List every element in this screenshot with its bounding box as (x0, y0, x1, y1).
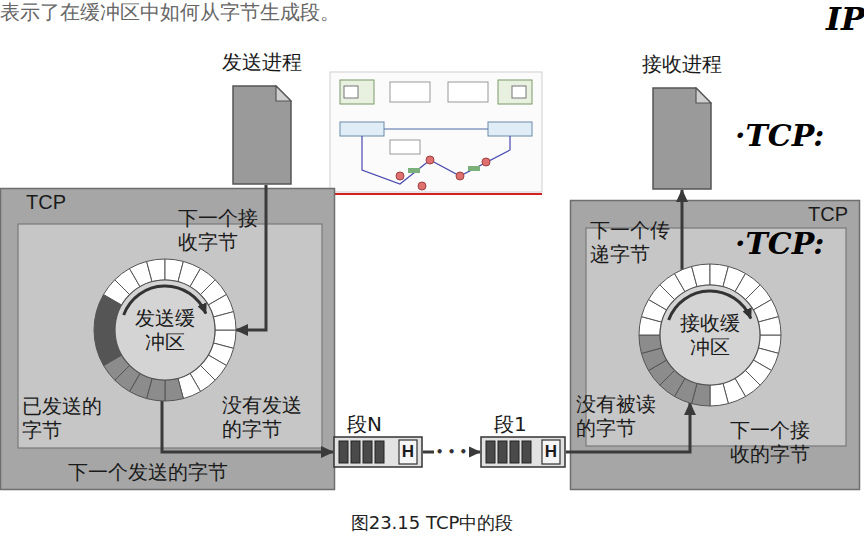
buffer-slot (692, 264, 710, 287)
buffer-core (115, 280, 215, 380)
process-document: 发送进程 (214, 50, 310, 185)
pointer-label: 下一个传递字节 (590, 218, 672, 266)
buffer-ring: 接收缓冲区 (638, 263, 782, 407)
tcp-segment: 段N H (333, 412, 423, 468)
buffer-name: 接收缓冲区 (680, 311, 740, 359)
handwritten-note: ·TCP: (735, 226, 824, 262)
tcp-module: TCP 发送缓冲区 (0, 188, 335, 490)
buffer-ring: 发送缓冲区 (93, 258, 237, 402)
buffer-slot (710, 383, 728, 406)
document-icon (232, 85, 292, 185)
header-mark: H (399, 440, 417, 464)
header-mark: H (542, 440, 560, 464)
buffer-slot (147, 259, 165, 282)
process-document: 接收进程 (634, 52, 730, 190)
tcp-segment: 段1H (480, 412, 566, 468)
handwritten-note: ·TCP: (735, 118, 824, 154)
tcp-module-fill (571, 201, 860, 490)
buffer-slot (165, 378, 183, 401)
process-name: 发送进程 (214, 50, 310, 74)
pointer-label: 下一个接收的字节 (730, 418, 814, 466)
pointer-label: 下一个接收字节 (178, 206, 260, 254)
region-label: 没有发送的字节 (222, 393, 306, 441)
buffer-name: 发送缓冲区 (135, 306, 195, 354)
connector-arrow (681, 190, 684, 270)
cut-heading-text: 表示了在缓冲区中如何从字节生成段。 (0, 0, 340, 24)
handwritten-note: IP (826, 0, 864, 38)
segment-name: 段N (333, 412, 423, 436)
tcp-module-fill (1, 189, 335, 490)
figure-caption: 图23.15 TCP中的段 (0, 512, 864, 534)
buffer-slot (94, 330, 117, 348)
region-label: 已发送的字节 (22, 394, 106, 442)
red-rule (330, 193, 542, 195)
module-title: TCP (0, 188, 335, 214)
buffer-slot (758, 317, 781, 335)
region-label: 没有被读的字节 (576, 392, 658, 440)
tcp-module-inner (18, 224, 322, 448)
segment-name: 段1 (480, 412, 566, 436)
process-name: 接收进程 (634, 52, 730, 76)
buffer-core (660, 285, 760, 385)
embedded-screenshot (330, 72, 542, 192)
document-icon (652, 87, 712, 190)
pointer-label: 下一个发送的字节 (68, 460, 228, 484)
buffer-slot (639, 335, 662, 353)
edge-label: • • • (434, 444, 469, 460)
buffer-slot (213, 312, 236, 330)
